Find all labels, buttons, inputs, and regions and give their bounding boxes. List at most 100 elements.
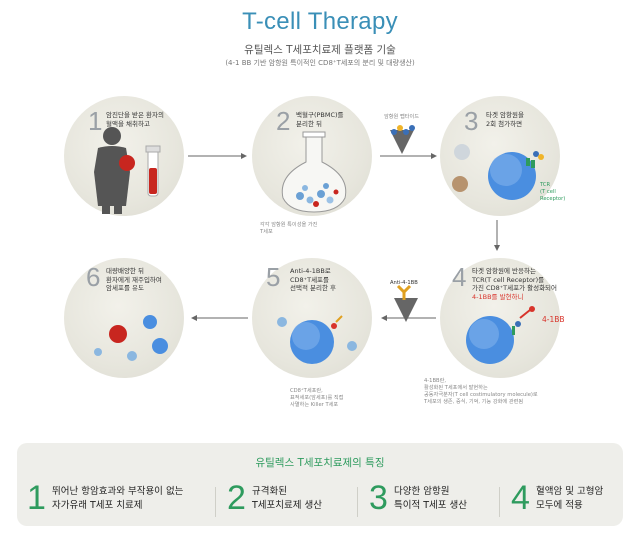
- feature-separator-3: [499, 487, 500, 517]
- step-5-note-line-1: CD8⁺T세포란,: [290, 388, 323, 394]
- step-5-line-3: 선택적 분리한 후: [290, 284, 336, 292]
- feature-2-number: 2: [227, 479, 246, 517]
- peptide-icon: [391, 125, 415, 135]
- tcr-label-line-1: TCR: [540, 182, 551, 188]
- feature-separator-1: [215, 487, 216, 517]
- feature-separator-2: [357, 487, 358, 517]
- t-cell-icon-d: [94, 348, 102, 356]
- step-6-line-3: 암세포를 유도: [106, 284, 144, 292]
- 4-1bb-marker-icon: [512, 306, 535, 335]
- step-5-text: Anti-4-1BB로 CD8⁺T세포를 선택적 분리한 후: [290, 267, 336, 293]
- blood-tube-icon: [145, 145, 161, 197]
- tcr-receptor-icon: [526, 151, 544, 168]
- feature-2-text: 규격화된 T세포치료제 생산: [252, 485, 322, 513]
- step-5-note-line-2: 표적세포(암세포)를 직접: [290, 395, 344, 401]
- feature-4: 4 혈액암 및 고형암 모두에 적용: [511, 480, 623, 520]
- t-cell-icon-c: [127, 351, 137, 361]
- blood-drop-icon: [119, 155, 135, 171]
- small-cell-icon-1: [277, 317, 287, 327]
- step-6-text: 대량배양한 뒤 환자에게 재주입하여 암세포를 유도: [106, 267, 162, 293]
- step-4-text: 타겟 암항원에 반응하는 TCR(T cell Receptor)를 가진 CD…: [472, 267, 557, 301]
- step-3-text: 타겟 암항원을 2회 첨가하면: [486, 111, 524, 128]
- feature-4-line-1: 혈액암 및 고형암: [536, 486, 604, 497]
- feature-2-line-2: T세포치료제 생산: [252, 500, 323, 511]
- step-2-note-line-1: 각각 암항원 특이성을 가진: [260, 222, 318, 228]
- feature-1-line-1: 뛰어난 항암효과와 부작용이 없는: [52, 486, 184, 497]
- small-cell-icon-2: [347, 341, 357, 351]
- step-2-text: 백혈구(PBMC)를 분리한 뒤: [296, 111, 344, 128]
- t-cell-icon-a: [143, 315, 157, 329]
- features-panel: 유틸렉스 T세포치료제의 특징 1 뛰어난 항암효과와 부작용이 없는 자가유래…: [17, 443, 623, 526]
- step-1-text: 암진단을 받은 환자의 혈액을 채취하고: [106, 111, 164, 128]
- cell-grey-icon: [454, 144, 470, 160]
- step-2-line-1: 백혈구(PBMC)를: [296, 111, 344, 119]
- 4-1bb-label: 4-1BB: [542, 315, 565, 324]
- feature-2-line-1: 규격화된: [252, 486, 287, 497]
- step-1-number: 1: [88, 106, 103, 136]
- feature-1-text: 뛰어난 항암효과와 부작용이 없는 자가유래 T세포 치료제: [52, 485, 183, 513]
- tcr-label-line-2: (T cell: [540, 189, 556, 195]
- step-4-note-line-2: 활성화된 T세포에서 발현하는: [424, 385, 488, 391]
- feature-4-text: 혈액암 및 고형암 모두에 적용: [536, 485, 603, 513]
- feature-3-number: 3: [369, 479, 388, 517]
- step-6-number: 6: [86, 262, 101, 292]
- step-2-note: 각각 암항원 특이성을 가진 T세포: [260, 222, 317, 236]
- tcr-label-line-3: Receptor): [540, 196, 566, 202]
- feature-3: 3 다양한 암항원 특이적 T세포 생산: [369, 480, 499, 520]
- step-3-number: 3: [464, 106, 479, 136]
- cell-brown-icon: [452, 176, 468, 192]
- step-5-note: CD8⁺T세포란, 표적세포(암세포)를 직접 사멸하는 Killer T세포: [290, 388, 343, 409]
- page-title: T-cell Therapy: [242, 8, 398, 35]
- step-2-number: 2: [276, 106, 291, 136]
- page-caption: (4-1 BB 기반 암항원 특이적인 CD8⁺T세포의 분리 및 대량생산): [225, 59, 415, 67]
- step-5-number: 5: [266, 262, 281, 292]
- cells-icon: [296, 183, 339, 207]
- step-4-note-line-4: T세포의 생존, 증식, 기억, 기능 강화에 관련됨: [424, 399, 524, 405]
- step-4-line-1: 타겟 암항원에 반응하는: [472, 267, 536, 275]
- feature-1: 1 뛰어난 항암효과와 부작용이 없는 자가유래 T세포 치료제: [27, 480, 217, 520]
- feature-4-number: 4: [511, 479, 530, 517]
- peptide-label: 암항원 펩타이드: [384, 114, 420, 120]
- step-5-line-1: Anti-4-1BB로: [290, 267, 331, 275]
- tcr-label: TCR (T cell Receptor): [540, 182, 565, 203]
- step-1-line-1: 암진단을 받은 환자의: [106, 111, 164, 119]
- page-subtitle: 유틸렉스 T세포치료제 플랫폼 기술: [244, 44, 396, 56]
- bound-antibody-icon: [331, 315, 343, 329]
- features-title: 유틸렉스 T세포치료제의 특징: [255, 457, 385, 469]
- step-4-number: 4: [452, 262, 467, 292]
- feature-3-text: 다양한 암항원 특이적 T세포 생산: [394, 485, 467, 513]
- step-3-line-2: 2회 첨가하면: [486, 119, 523, 128]
- step-4-note-line-1: 4-1BB란,: [424, 378, 447, 384]
- feature-3-line-1: 다양한 암항원: [394, 486, 450, 497]
- step-6-line-2: 환자에게 재주입하여: [106, 275, 162, 284]
- step-2-note-line-2: T세포: [260, 229, 273, 235]
- feature-1-number: 1: [27, 479, 46, 517]
- step-6-line-1: 대량배양한 뒤: [106, 267, 144, 275]
- feature-4-line-2: 모두에 적용: [536, 500, 583, 511]
- feature-2: 2 규격화된 T세포치료제 생산: [227, 480, 357, 520]
- step-4-line-3: 가진 CD8⁺T세포가 활성화되어: [472, 284, 558, 292]
- step-4-note: 4-1BB란, 활성화된 T세포에서 발현하는 공동자극분자(T cell co…: [424, 378, 538, 406]
- step-5-line-2: CD8⁺T세포를: [290, 275, 330, 284]
- feature-3-line-2: 특이적 T세포 생산: [394, 500, 468, 511]
- step-3-line-1: 타겟 암항원을: [486, 111, 524, 119]
- feature-1-line-2: 자가유래 T세포 치료제: [52, 500, 143, 511]
- step-4-line-4: 4-1BB를 발현하니: [472, 292, 524, 301]
- anti-4-1bb-label: Anti-4-1BB: [390, 280, 418, 286]
- t-cell-icon-b: [152, 338, 168, 354]
- step-5-note-line-3: 사멸하는 Killer T세포: [290, 402, 339, 408]
- step-4-line-2: TCR(T cell Receptor)를: [472, 275, 545, 284]
- step-2-line-2: 분리한 뒤: [296, 119, 322, 128]
- cancer-cell-icon: [109, 325, 127, 343]
- step-1-line-2: 혈액을 채취하고: [106, 119, 150, 128]
- step-6-circle: [64, 258, 184, 378]
- step-4-note-line-3: 공동자극분자(T cell costimulatory molecule)로: [424, 392, 538, 398]
- antibody-icon: [396, 284, 412, 300]
